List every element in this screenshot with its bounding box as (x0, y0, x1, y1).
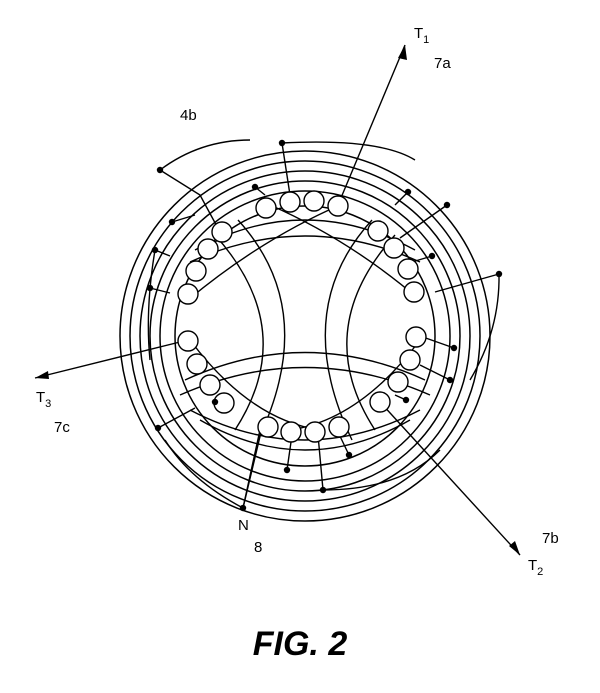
label-8: 8 (254, 539, 262, 556)
label-n: N (238, 517, 249, 534)
label-7c: 7c (54, 419, 70, 436)
coil (397, 258, 419, 280)
figure-caption: FIG. 2 (253, 625, 348, 663)
junction-dot (402, 396, 410, 404)
junction-dot (283, 466, 291, 474)
ring-4 (149, 180, 461, 492)
coil (255, 197, 277, 219)
coil (211, 221, 233, 243)
label-7a: 7a (434, 55, 451, 72)
junction-dot (156, 166, 164, 174)
coil (304, 421, 326, 443)
coil (383, 237, 405, 259)
coil (327, 195, 349, 217)
junction-dot (495, 270, 503, 278)
coil (369, 391, 391, 413)
junction-dot (278, 139, 286, 147)
junction-dot (443, 201, 451, 209)
label-t3: T3 (36, 389, 51, 410)
label-4b: 4b (180, 107, 197, 124)
ring-5 (159, 190, 451, 482)
coil (177, 283, 199, 305)
neutral-dot (239, 504, 247, 512)
label-7b: 7b (542, 530, 559, 547)
label-t1: T1 (414, 25, 429, 46)
junction-dot (446, 376, 454, 384)
t3-arrowhead (35, 371, 49, 379)
coil (280, 421, 302, 443)
coil (328, 416, 350, 438)
coil (403, 281, 425, 303)
coil (279, 191, 301, 213)
t3-arrow-line (34, 339, 189, 379)
ring-3 (139, 170, 471, 502)
junction-dot (450, 344, 458, 352)
junction-dot (319, 486, 327, 494)
coil (405, 326, 427, 348)
coil (186, 353, 208, 375)
connection-dots (146, 139, 503, 512)
junction-dot (154, 424, 162, 432)
coil (177, 330, 199, 352)
junction-dot (404, 188, 412, 196)
junction-dot (146, 284, 154, 292)
t1-arrow-line (337, 44, 406, 206)
coil (387, 371, 409, 393)
ring-2 (129, 160, 481, 512)
coil (367, 220, 389, 242)
t1-arrowhead (398, 45, 407, 60)
junction-dot (151, 246, 159, 254)
neutral-lead (242, 427, 263, 509)
coil (399, 349, 421, 371)
coil (303, 190, 325, 212)
coil (197, 238, 219, 260)
junction-dot (345, 451, 353, 459)
junction-dot (211, 398, 219, 406)
coil (199, 374, 221, 396)
t2-arrow-line (379, 401, 521, 556)
junction-dot (168, 218, 176, 226)
junction-dot (251, 183, 259, 191)
coil (185, 260, 207, 282)
label-t2: T2 (528, 557, 543, 578)
t2-arrowhead (509, 541, 520, 555)
coil (257, 416, 279, 438)
junction-dot (428, 252, 436, 260)
coil-set (177, 190, 427, 443)
terminal-arrows (34, 44, 521, 556)
